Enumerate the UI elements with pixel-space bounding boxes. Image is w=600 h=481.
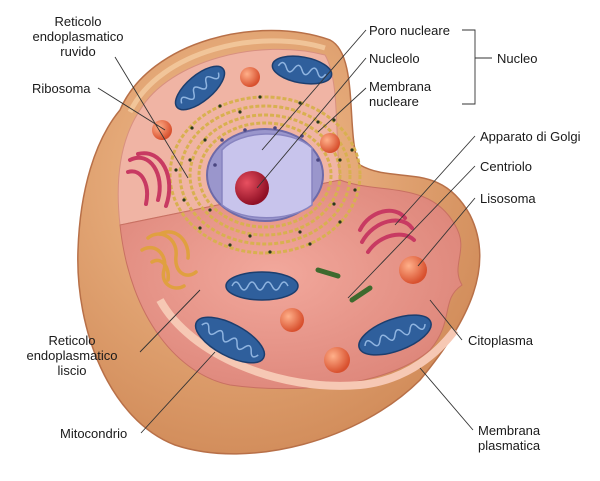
centriole-shape xyxy=(315,267,373,303)
label-nuclear-membrane: Membrana nucleare xyxy=(369,79,432,109)
label-ribosome: Ribosoma xyxy=(32,81,91,96)
label-nucleus: Nucleo xyxy=(497,51,538,66)
label-mitochondrion: Mitocondrio xyxy=(60,426,128,441)
label-centriole: Centriolo xyxy=(480,159,533,174)
rough-er-shape xyxy=(168,95,362,255)
nuclear-pores xyxy=(213,126,320,167)
leader-lines xyxy=(97,29,492,434)
membrane-rim xyxy=(127,38,326,114)
label-golgi: Apparato di Golgi xyxy=(480,129,581,144)
nucleolus-shape xyxy=(235,171,269,205)
mitochondria xyxy=(174,55,432,364)
label-nucleolus: Nucleolo xyxy=(369,51,420,66)
label-smooth-er: Reticolo endoplasmatico liscio xyxy=(26,333,118,378)
cytoplasm-lip xyxy=(156,298,459,390)
label-cytoplasm: Citoplasma xyxy=(468,333,534,348)
ribosome-dots xyxy=(174,95,357,254)
label-rough-er: Reticolo endoplasmatico ruvido xyxy=(32,14,124,59)
golgi-shape xyxy=(126,151,416,254)
label-plasma-membrane: Membrana plasmatica xyxy=(478,423,541,453)
label-nuclear-pore: Poro nucleare xyxy=(369,23,450,38)
label-lysosome: Lisosoma xyxy=(480,191,536,206)
smooth-er-shape xyxy=(140,230,198,290)
